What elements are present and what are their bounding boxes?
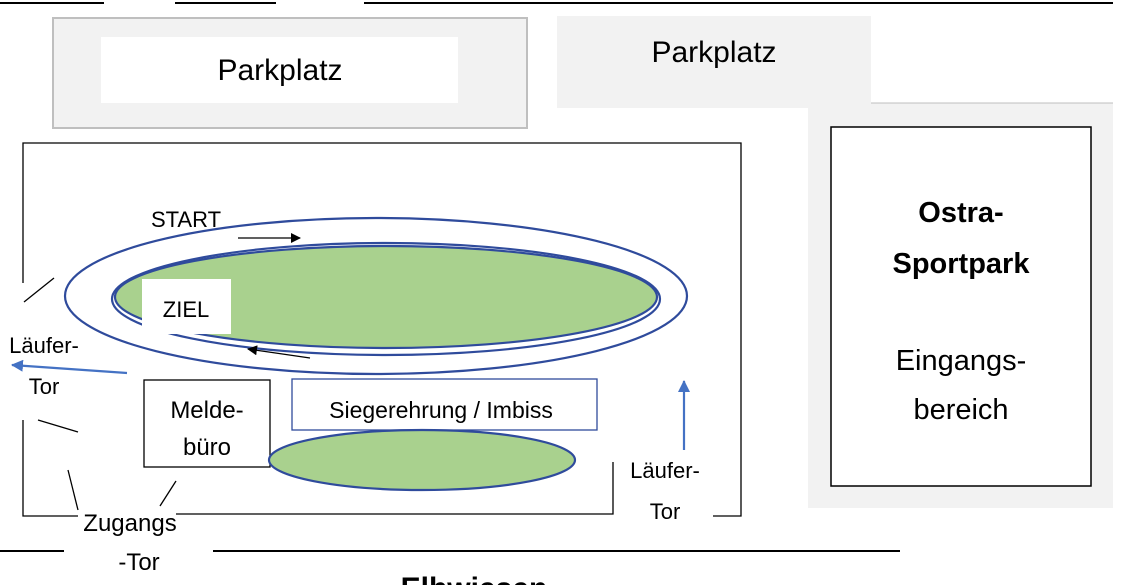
finish-label: ZIEL <box>163 297 209 322</box>
registration-line-2: büro <box>183 434 231 461</box>
small-grass-area <box>267 428 577 492</box>
venue-boundary <box>22 142 742 517</box>
ceremony-label: Siegerehrung / Imbiss <box>329 397 553 423</box>
runner-gate-right-line-2: Tor <box>650 499 681 524</box>
finish-label-box <box>142 279 231 334</box>
runner-gate-left-arrow <box>11 359 128 375</box>
parking-label-box-left <box>101 37 458 103</box>
gate-left-tick-upper <box>23 277 55 303</box>
venue-boundary-left-lower <box>22 420 78 517</box>
runner-gate-left-line-1: Läufer- <box>9 333 79 358</box>
sportpark-title-line-2: Sportpark <box>893 248 1031 280</box>
runner-gate-left-line-2: Tor <box>29 374 60 399</box>
runner-gate-right-line-1: Läufer- <box>630 458 700 483</box>
sportpark-title-line-1: Ostra- <box>918 197 1003 229</box>
registration-office <box>143 379 271 468</box>
sportpark-entrance-line-2: bereich <box>913 394 1008 426</box>
street-label: Elbwiesen <box>401 572 548 585</box>
registration-line-1: Melde- <box>170 397 243 424</box>
parking-label-left: Parkplatz <box>217 54 342 87</box>
venue-boundary-bottom <box>176 462 614 515</box>
return-direction-arrow <box>247 345 311 359</box>
access-gate-line-1: Zugangs <box>83 510 176 537</box>
access-gate-tick-1 <box>67 469 79 511</box>
access-gate-tick-2 <box>159 480 177 507</box>
parking-label-right: Parkplatz <box>651 36 776 69</box>
sportpark-building <box>830 126 1092 487</box>
access-gate-line-2: -Tor <box>118 549 159 576</box>
start-label: START <box>151 207 221 232</box>
ceremony-area <box>291 378 598 431</box>
gate-left-tick-lower <box>37 419 79 433</box>
infield-grass <box>113 244 659 350</box>
sportpark-entrance-line-1: Eingangs- <box>896 345 1027 377</box>
